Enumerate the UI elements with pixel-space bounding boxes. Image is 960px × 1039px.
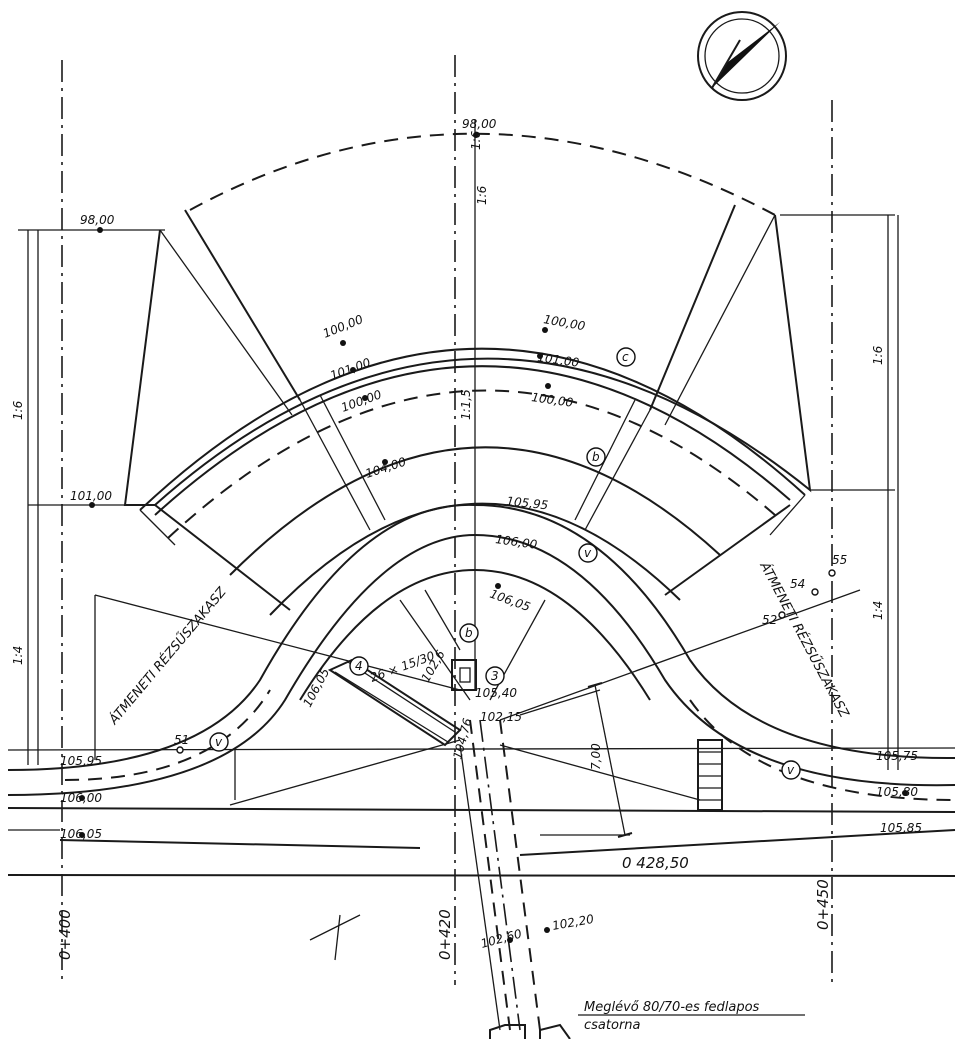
road-outer-edge bbox=[7, 503, 956, 771]
elev-106-00-left: 106,00 bbox=[60, 791, 102, 805]
slope-right-lower: 1:4 bbox=[871, 601, 885, 620]
slope-labels: 1:6 1:6 1:4 1:4 1:6 1:1,5 1:6 bbox=[11, 130, 885, 665]
point-51: 51 bbox=[174, 733, 189, 747]
mark-v-1: v bbox=[584, 546, 592, 560]
arc-c-outer bbox=[139, 347, 806, 511]
chainage-420: 0+420 bbox=[436, 909, 454, 960]
mark-v-3: v bbox=[787, 763, 795, 777]
stair-hatch bbox=[327, 658, 462, 747]
point-55: 55 bbox=[832, 553, 847, 567]
point-54: 54 bbox=[790, 577, 805, 591]
elev-104: 104,00 bbox=[364, 454, 409, 480]
note-culvert-1: Meglévő 80/70-es fedlapos bbox=[584, 1000, 760, 1015]
point-52: 52 bbox=[762, 613, 777, 627]
chainage-450: 0+450 bbox=[814, 879, 832, 930]
elev-106-00-mid: 106,00 bbox=[495, 532, 539, 552]
toe-dashed-arc bbox=[189, 132, 776, 216]
elev-100-right-inner: 100,00 bbox=[531, 390, 575, 410]
mark-4: 4 bbox=[355, 659, 363, 673]
arc-c-inner bbox=[154, 365, 791, 516]
elev-104-76: 104,76 bbox=[450, 716, 474, 761]
slope-top: 1:6 bbox=[475, 185, 489, 205]
elev-102-15: 102,15 bbox=[480, 710, 522, 724]
dimension-7: 7,00 bbox=[589, 743, 603, 770]
elev-101-right: 101,00 bbox=[537, 350, 581, 370]
mark-b: b bbox=[592, 450, 600, 464]
arc-b bbox=[229, 446, 721, 576]
elev-98-top: 98,00 bbox=[462, 117, 497, 131]
transition-label-left: ÁTMENETI RÉZSŰSZAKASZ bbox=[105, 583, 230, 728]
elev-105-95-mid: 105,95 bbox=[506, 494, 549, 512]
elev-102-20: 102,20 bbox=[551, 912, 595, 933]
slope-top-small: 1:6 bbox=[469, 130, 483, 150]
arc-mid bbox=[269, 502, 681, 616]
shaft-structure bbox=[451, 659, 477, 691]
elev-100-left: 100,00 bbox=[321, 312, 366, 341]
station-label: 0 428,50 bbox=[622, 854, 689, 872]
north-arrow-icon bbox=[697, 11, 787, 101]
elev-105-80-right: 105,80 bbox=[876, 785, 918, 799]
wall-hatch bbox=[697, 739, 723, 811]
road-inner-edge bbox=[7, 533, 956, 796]
elev-106-05-stair: 106,05 bbox=[300, 666, 332, 710]
mark-c: c bbox=[622, 350, 629, 364]
note-culvert-2: csatorna bbox=[584, 1018, 641, 1033]
elev-98-left: 98,00 bbox=[80, 213, 115, 227]
elev-105-85-right: 105,85 bbox=[880, 821, 922, 835]
arc-dashed bbox=[167, 389, 776, 539]
elev-105-75-right: 105,75 bbox=[876, 749, 918, 763]
elev-106-05-left: 106,05 bbox=[60, 827, 102, 841]
slope-right-upper: 1:6 bbox=[871, 345, 885, 365]
elev-100-right: 100,00 bbox=[542, 312, 586, 333]
chainage-400: 0+400 bbox=[56, 909, 74, 960]
slope-left-lower: 1:4 bbox=[11, 646, 25, 665]
mark-3: 3 bbox=[491, 669, 499, 683]
elevation-labels: 98,00 98,00 100,00 101,00 100,00 104,00 … bbox=[60, 117, 922, 951]
circle-mark-labels: c b v v v b 3 4 bbox=[215, 350, 795, 777]
elev-105-40: 105,40 bbox=[475, 686, 517, 700]
slope-center: 1:1,5 bbox=[459, 389, 473, 420]
elev-106-05-mid: 106,05 bbox=[488, 587, 532, 615]
elev-101-side: 101,00 bbox=[70, 489, 112, 503]
elev-105-95-left: 105,95 bbox=[60, 754, 102, 768]
culvert-existing bbox=[459, 719, 571, 1039]
slope-left-upper: 1:6 bbox=[11, 400, 25, 420]
mark-b-2: b bbox=[465, 626, 473, 640]
mark-v-2: v bbox=[215, 735, 223, 749]
